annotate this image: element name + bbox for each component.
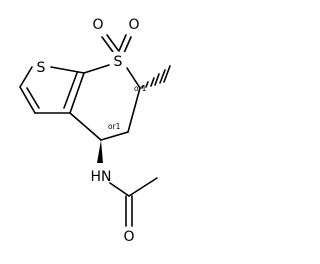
stereo-hash-methyl	[141, 65, 171, 89]
sulfonyl-oxygen-left-label: O	[92, 17, 103, 33]
bond-carbonyl-methyl	[128, 177, 158, 197]
bond-s7-o-right-b	[123, 36, 132, 54]
bond-c6-c5	[127, 87, 141, 133]
bond-c5-c4	[100, 131, 129, 141]
bond-c2-c3	[19, 86, 36, 114]
stereo-label-c4: or1	[108, 122, 121, 131]
sulfonyl-sulfur-label: S	[114, 54, 123, 70]
sulfonyl-oxygen-right-label: O	[128, 17, 139, 33]
bond-s7-o-left-a	[101, 36, 114, 53]
bond-c3a-c7a	[69, 72, 85, 114]
bond-s1-c7a	[50, 66, 85, 74]
bond-c7a-s7	[83, 64, 110, 74]
amide-nh-label: HN	[91, 169, 112, 185]
chemical-structure: S S O O HN O or1 or1	[19, 17, 171, 245]
bond-s7-o-right-a	[118, 34, 127, 52]
bond-s7-o-left-b	[106, 34, 119, 51]
bond-c4-c3a	[69, 112, 102, 141]
bond-n-c-carbonyl	[109, 182, 130, 197]
stereo-wedge-nh	[97, 140, 103, 163]
bond-c2-c3-inner	[26, 87, 40, 109]
thiophene-sulfur-label: S	[37, 60, 46, 76]
bond-s7-c6	[126, 67, 141, 89]
bond-s1-c2	[19, 66, 33, 88]
carbonyl-oxygen-label: O	[123, 229, 134, 245]
stereo-label-c6: or1	[134, 84, 147, 93]
bond-c3a-c7a-inner	[63, 72, 78, 109]
